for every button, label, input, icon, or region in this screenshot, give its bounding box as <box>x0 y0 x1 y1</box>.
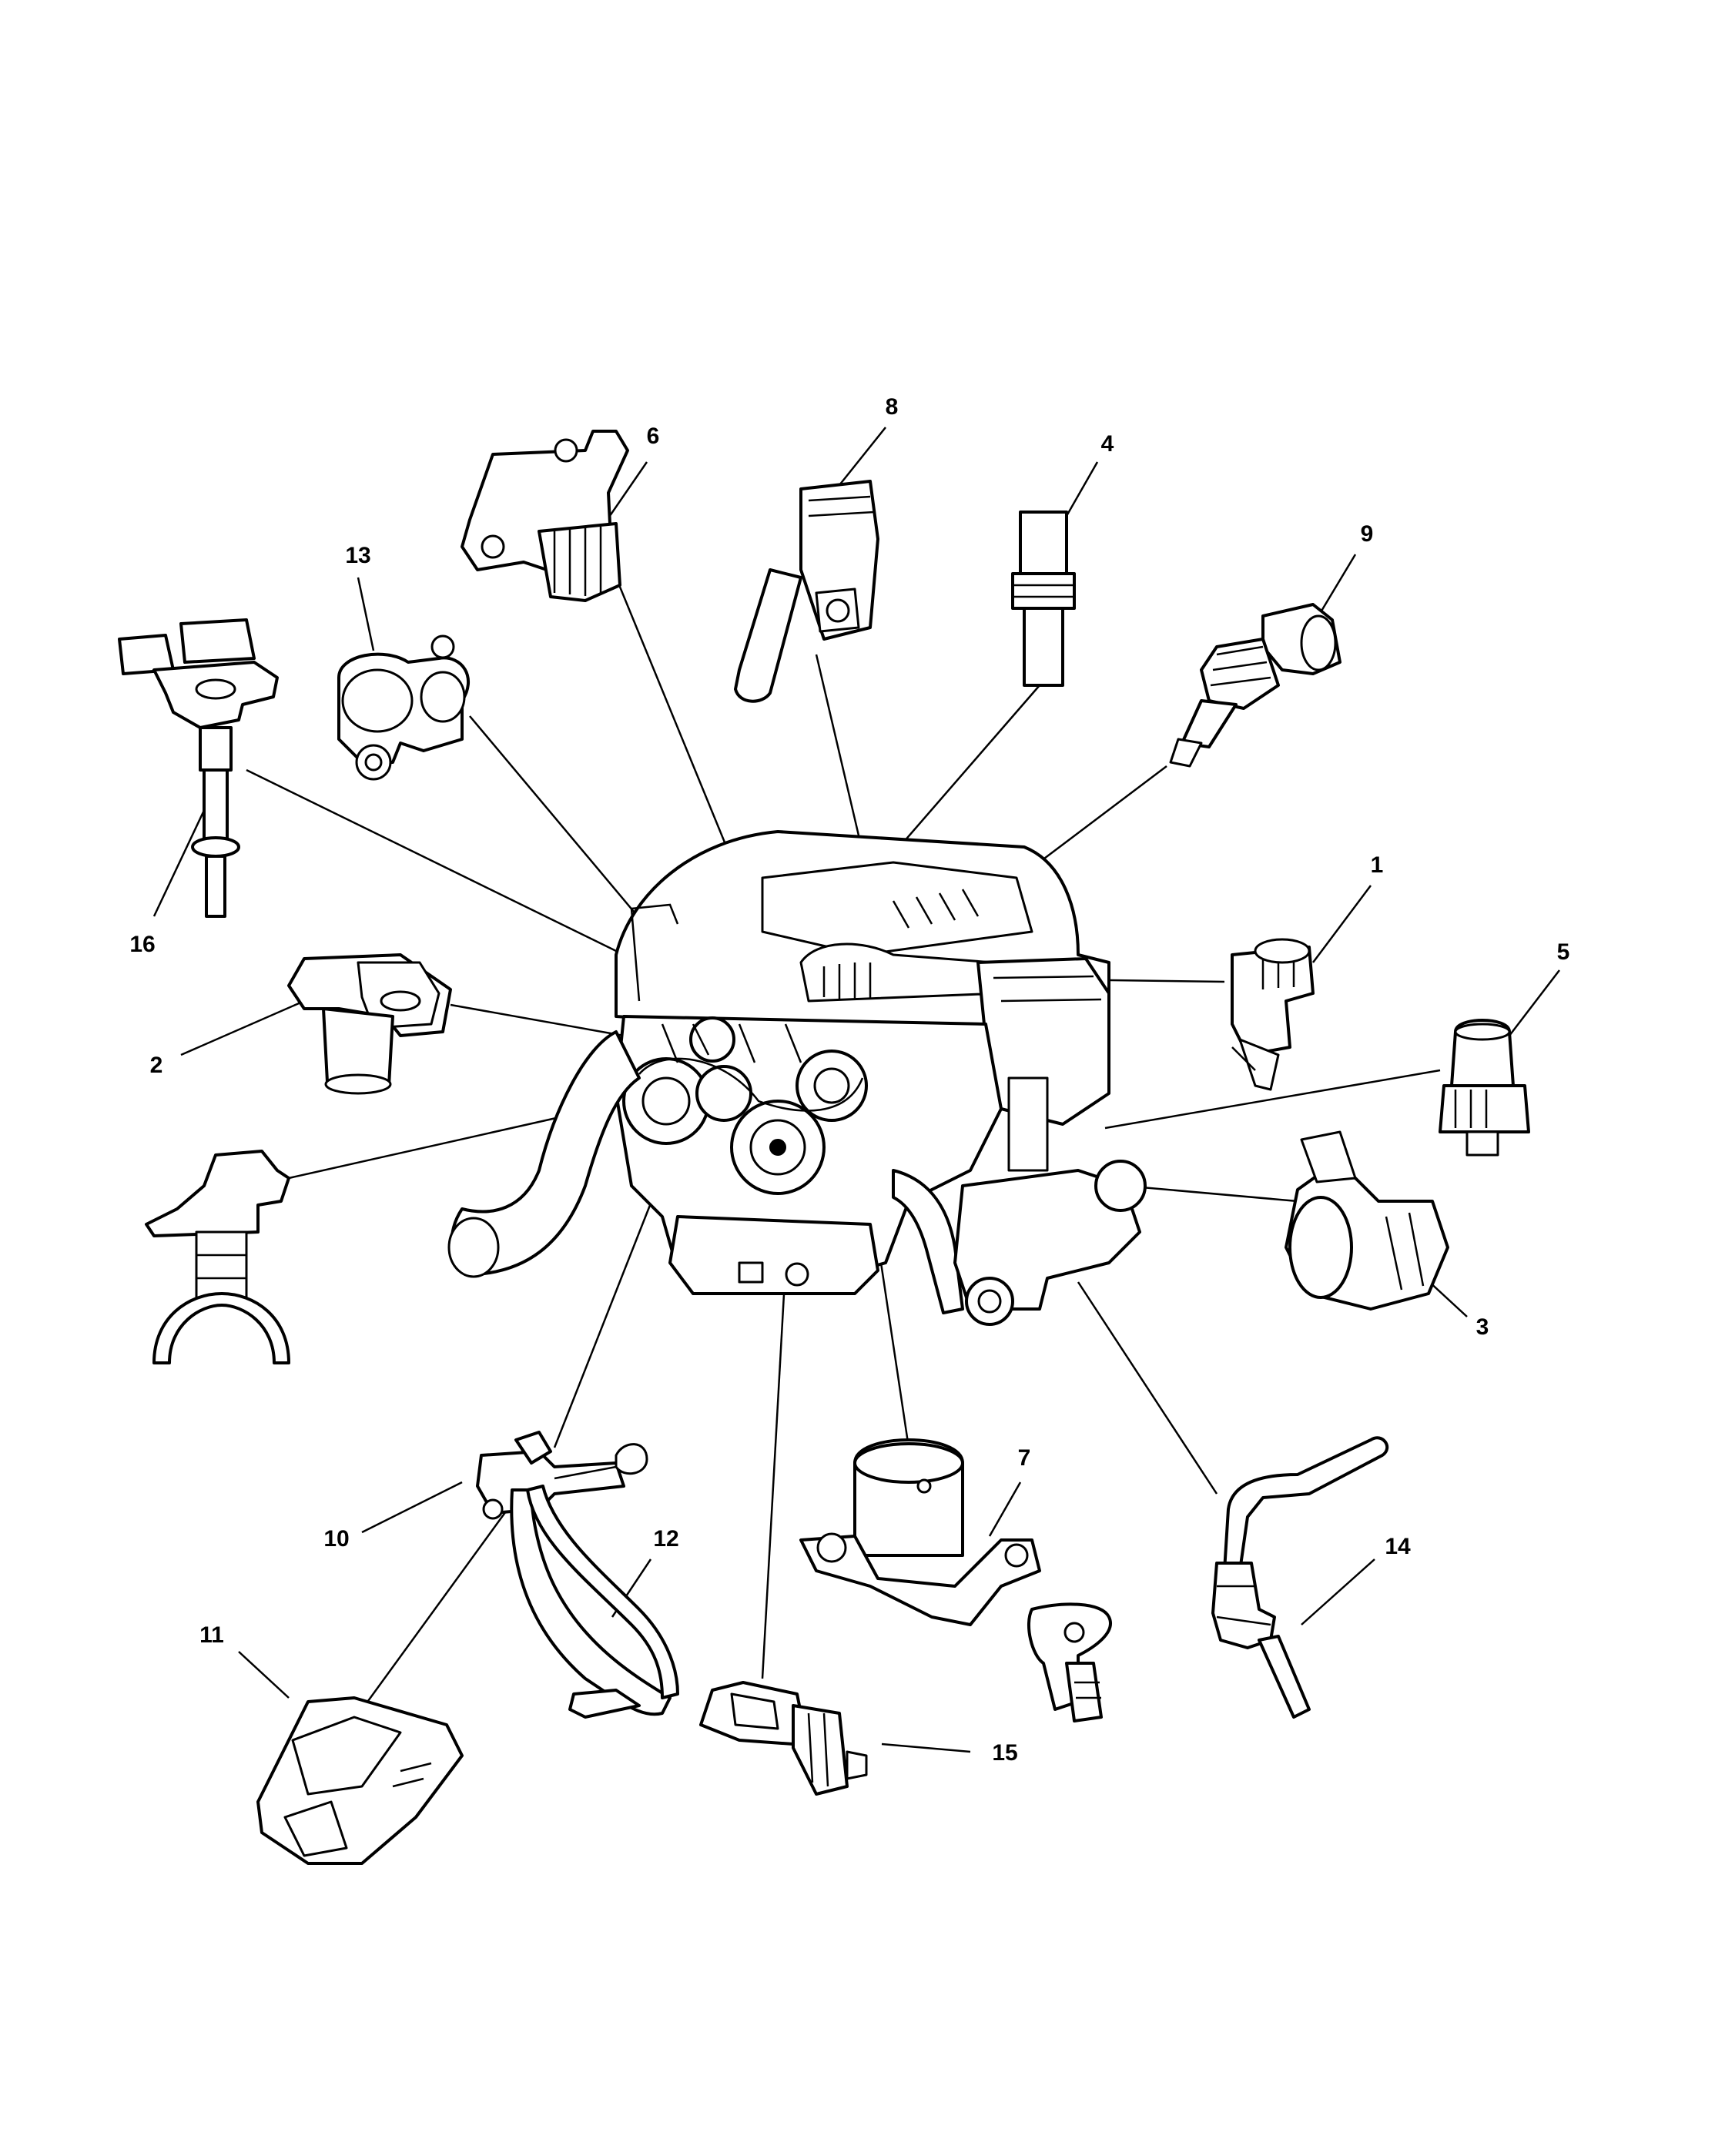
engine-assembly <box>447 830 1147 1326</box>
part-11-sensor <box>256 1696 464 1865</box>
callout-1: 1 <box>1371 852 1384 878</box>
part-4-sensor <box>1011 511 1076 687</box>
part-15-sensor <box>699 1681 868 1796</box>
callout-8: 8 <box>886 394 899 420</box>
callout-12: 12 <box>653 1526 678 1552</box>
callout-9: 9 <box>1361 521 1374 547</box>
part-13-sensor <box>337 634 471 781</box>
callout-13: 13 <box>345 543 370 568</box>
callout-15: 15 <box>992 1740 1017 1766</box>
part-10-sensor <box>476 1431 648 1520</box>
part-3-sensor <box>1285 1130 1449 1311</box>
part-16-sensor <box>118 618 279 918</box>
part-2-upper-sensor <box>287 953 452 1095</box>
callout-3: 3 <box>1476 1314 1489 1340</box>
part-6-sensor <box>461 430 629 602</box>
part-5-sensor <box>1439 1019 1530 1157</box>
callout-10: 10 <box>323 1526 349 1552</box>
callout-11: 11 <box>199 1622 224 1648</box>
callout-16: 16 <box>129 932 155 957</box>
callout-5: 5 <box>1557 939 1570 965</box>
callout-4: 4 <box>1101 431 1114 457</box>
part-9-sensor <box>1169 603 1341 768</box>
part-1-sensor <box>1231 938 1315 1091</box>
callout-14: 14 <box>1385 1534 1411 1559</box>
callout-7: 7 <box>1018 1445 1031 1471</box>
callout-labels: 1 2 3 4 5 6 7 8 9 10 11 12 13 14 15 16 <box>129 394 1569 1766</box>
part-7-sensor <box>799 1438 1112 1722</box>
part-12-sensor <box>510 1485 679 1719</box>
callout-2: 2 <box>150 1053 163 1078</box>
callout-6: 6 <box>647 424 660 449</box>
part-14-sensor <box>1211 1436 1389 1719</box>
part-2-lower-sensor <box>145 1150 290 1364</box>
part-8-sensor <box>734 480 879 703</box>
